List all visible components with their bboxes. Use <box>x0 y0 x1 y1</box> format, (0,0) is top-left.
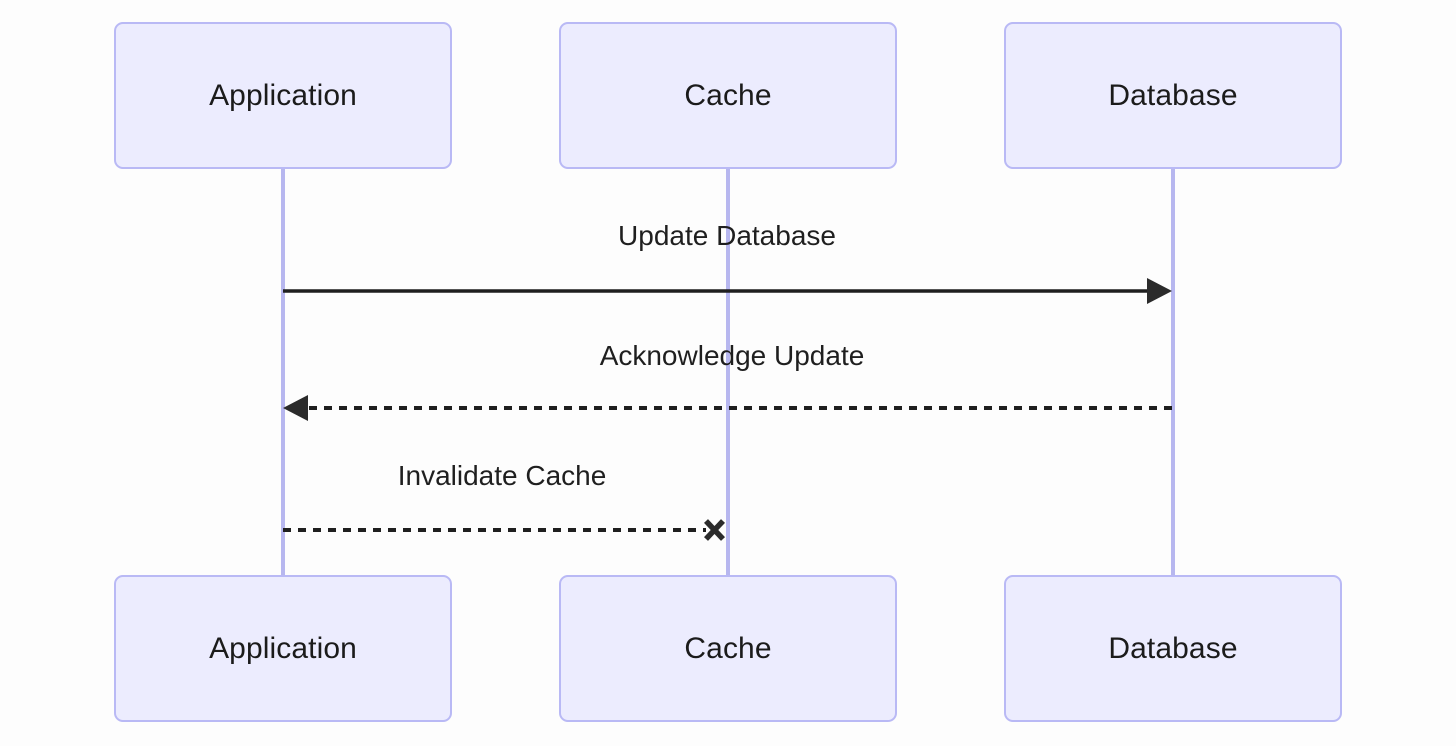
message-label-acknowledge-update: Acknowledge Update <box>599 340 865 371</box>
lifeline-cache <box>726 169 730 576</box>
actor-label-database-top: Database <box>1108 78 1238 112</box>
actor-label-cache-bottom: Cache <box>684 631 772 665</box>
actor-label-cache-top: Cache <box>684 78 772 112</box>
actor-label-database-bottom: Database <box>1108 631 1238 665</box>
actor-box-application-bottom[interactable]: Application <box>114 575 452 722</box>
actor-box-database-bottom[interactable]: Database <box>1004 575 1342 722</box>
message-arrow-update-database <box>283 278 1172 304</box>
cross-terminator-icon <box>704 519 725 541</box>
actor-box-cache-bottom[interactable]: Cache <box>559 575 897 722</box>
actor-label-application-bottom: Application <box>209 631 357 665</box>
actor-box-application-top[interactable]: Application <box>114 22 452 169</box>
message-label-invalidate-cache: Invalidate Cache <box>397 460 607 491</box>
message-arrow-acknowledge-update <box>283 395 1172 421</box>
message-label-update-database: Update Database <box>618 220 836 251</box>
actor-box-cache-top[interactable]: Cache <box>559 22 897 169</box>
message-arrow-invalidate-cache <box>283 519 725 541</box>
lifeline-database <box>1171 169 1175 576</box>
lifeline-application <box>281 169 285 576</box>
actor-label-application-top: Application <box>209 78 357 112</box>
arrowhead-filled-right-update-database <box>1147 278 1172 304</box>
arrowhead-filled-left-acknowledge-update <box>283 395 308 421</box>
actor-box-database-top[interactable]: Database <box>1004 22 1342 169</box>
